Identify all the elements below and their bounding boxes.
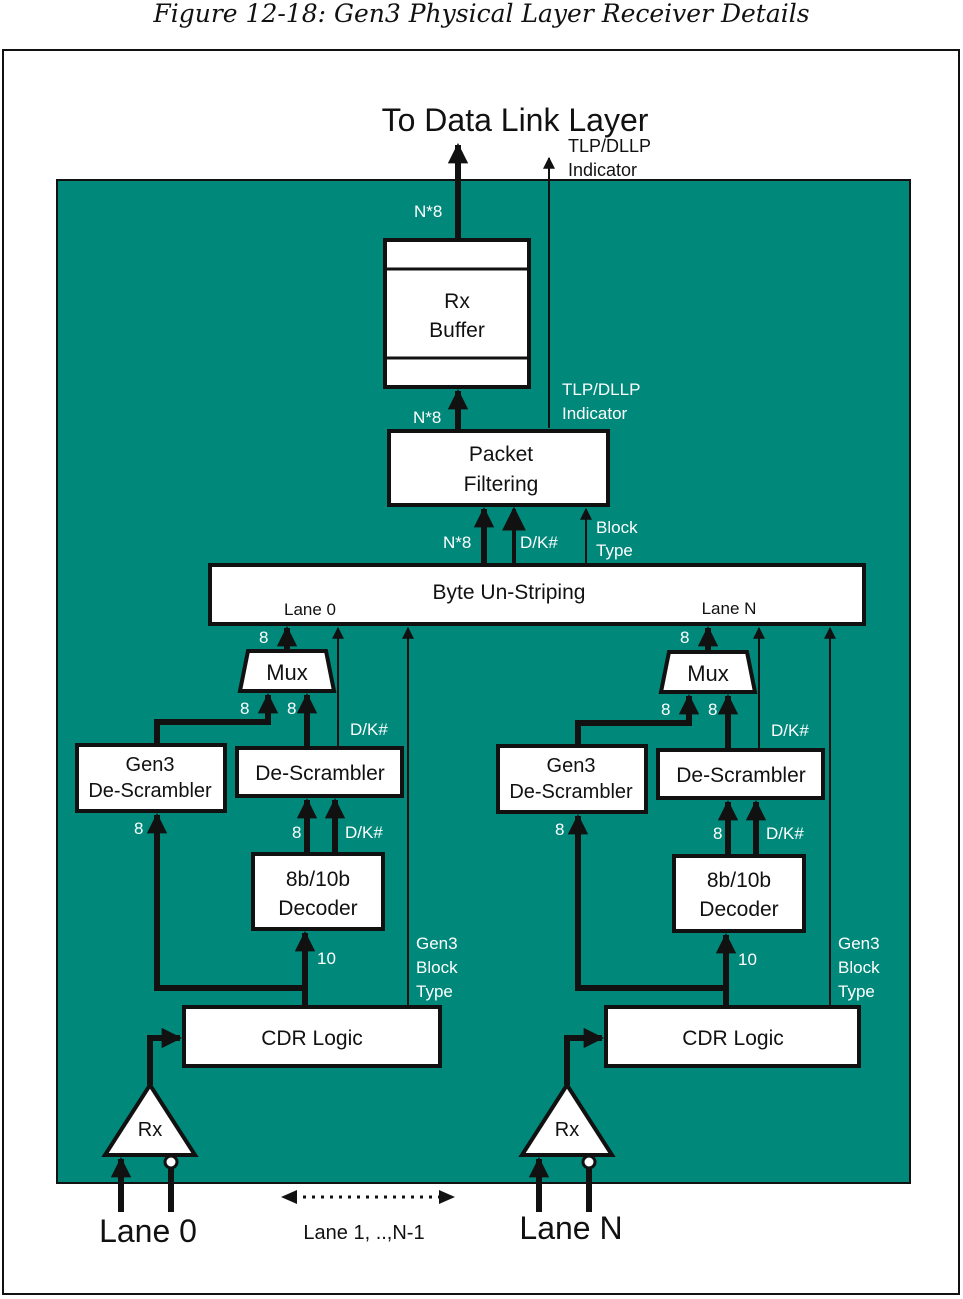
lane0-mux-dk-label: D/K# bbox=[350, 720, 388, 739]
lane0-cdr-to-gen3-arrow bbox=[146, 812, 305, 991]
unstriping-laneN-label: Lane N bbox=[702, 599, 757, 618]
lane0-descrambler: De-Scrambler bbox=[235, 746, 404, 798]
unstriping-lane0-label: Lane 0 bbox=[284, 600, 336, 619]
top-indicator-label-1: TLP/DLLP bbox=[568, 136, 651, 156]
laneN-gen3-label-2: De-Scrambler bbox=[509, 781, 633, 803]
laneN-gen3-to-mux-arrow bbox=[575, 693, 700, 746]
packet-filtering-label-2: Filtering bbox=[464, 473, 539, 496]
filter-indicator-label-1: TLP/DLLP bbox=[562, 380, 640, 399]
filter-indicator-label-2: Indicator bbox=[562, 404, 628, 423]
lane0-cdr-logic: CDR Logic bbox=[182, 1005, 442, 1068]
lane0-gen3-input-width: 8 bbox=[134, 819, 143, 838]
top-bus-width: N*8 bbox=[414, 202, 442, 221]
rx-buffer-label-1: Rx bbox=[444, 290, 470, 313]
lane0-decoder-label-1: 8b/10b bbox=[286, 868, 350, 891]
laneN-mux: Mux bbox=[658, 650, 758, 694]
laneN-gen3-input-width: 8 bbox=[555, 820, 564, 839]
lane0-mux: Mux bbox=[237, 649, 337, 693]
laneN-cdr-to-gen3-arrow bbox=[567, 813, 726, 991]
laneN-8b10b-decoder: 8b/10b Decoder bbox=[672, 854, 806, 933]
lane-0-path: 8 D/K# Mux 8 8 Gen3 De-Scrambler De-Scra… bbox=[75, 625, 458, 1249]
unstripe-dk-label: D/K# bbox=[520, 533, 558, 552]
lane0-rx-label: Rx bbox=[138, 1119, 162, 1141]
lane0-rx-amplifier: Rx bbox=[101, 1081, 199, 1170]
laneN-rx-label: Rx bbox=[555, 1119, 579, 1141]
laneN-desc-input-width: 8 bbox=[713, 824, 722, 843]
packet-filtering: Packet Filtering bbox=[387, 429, 610, 507]
laneN-rx-amplifier: Rx bbox=[518, 1081, 616, 1170]
laneN-blocktype-label-2: Block bbox=[838, 958, 880, 977]
lane0-decoder-input-width: 10 bbox=[317, 949, 336, 968]
laneN-cdr-logic: CDR Logic bbox=[604, 1005, 861, 1068]
laneN-mux-dk-label: D/K# bbox=[771, 721, 809, 740]
laneN-gen3-descrambler: Gen3 De-Scrambler bbox=[496, 744, 648, 814]
laneN-descrambler-label: De-Scrambler bbox=[676, 764, 806, 787]
lane0-blocktype-label-1: Gen3 bbox=[416, 934, 458, 953]
laneN-desc-dk-label: D/K# bbox=[766, 824, 804, 843]
byte-unstriping: Byte Un-Striping Lane 0 Lane N bbox=[208, 563, 866, 626]
lane0-rx-invert-bubble bbox=[163, 1154, 179, 1170]
laneN-decoder-label-2: Decoder bbox=[699, 898, 778, 921]
lane0-label: Lane 0 bbox=[99, 1213, 197, 1249]
unstripe-blocktype-label-2: Type bbox=[596, 541, 633, 560]
middle-lanes-label: Lane 1, ..,N-1 bbox=[303, 1222, 424, 1244]
laneN-gen3-label-1: Gen3 bbox=[547, 755, 596, 777]
unstripe-data-width: N*8 bbox=[443, 533, 471, 552]
to-data-link-layer-title: To Data Link Layer bbox=[382, 102, 649, 138]
middle-lanes-right-arrowhead bbox=[439, 1190, 455, 1204]
lane0-rx-to-cdr-arrow bbox=[147, 1027, 183, 1085]
laneN-blocktype-label-1: Gen3 bbox=[838, 934, 880, 953]
laneN-rx-invert-bubble bbox=[581, 1154, 597, 1170]
laneN-mux-output-width: 8 bbox=[680, 628, 689, 647]
laneN-mux-label: Mux bbox=[687, 661, 729, 686]
lane0-decoder-label-2: Decoder bbox=[278, 897, 357, 920]
laneN-cdr-label: CDR Logic bbox=[682, 1027, 784, 1050]
lane0-descrambler-label: De-Scrambler bbox=[255, 762, 385, 785]
lane0-desc-input-width: 8 bbox=[292, 823, 301, 842]
rx-buffer: Rx Buffer bbox=[383, 238, 531, 389]
figure-caption: Figure 12-18: Gen3 Physical Layer Receiv… bbox=[153, 0, 810, 28]
packet-filtering-label-1: Packet bbox=[469, 443, 533, 466]
middle-lanes-left-arrowhead bbox=[281, 1190, 297, 1204]
lane0-mux-input-a-width: 8 bbox=[240, 699, 249, 718]
lane-n-path: 8 D/K# Mux 8 8 Gen3 De-Scrambler De-Scra… bbox=[496, 625, 880, 1246]
lane0-cdr-label: CDR Logic bbox=[261, 1027, 363, 1050]
byte-unstriping-label: Byte Un-Striping bbox=[433, 581, 586, 604]
lane0-desc-dk-label: D/K# bbox=[345, 823, 383, 842]
laneN-blocktype-label-3: Type bbox=[838, 982, 875, 1001]
lane0-mux-label: Mux bbox=[266, 660, 308, 685]
laneN-label: Lane N bbox=[519, 1210, 622, 1246]
lane0-gen3-descrambler: Gen3 De-Scrambler bbox=[75, 743, 227, 813]
laneN-mux-input-a-width: 8 bbox=[661, 700, 670, 719]
lane0-gen3-to-mux-arrow bbox=[154, 692, 279, 745]
lane0-blocktype-label-3: Type bbox=[416, 982, 453, 1001]
lane0-blocktype-label-2: Block bbox=[416, 958, 458, 977]
lane0-gen3-label-1: Gen3 bbox=[126, 754, 175, 776]
filter-output-width: N*8 bbox=[413, 408, 441, 427]
laneN-decoder-label-1: 8b/10b bbox=[707, 869, 771, 892]
lane0-8b10b-decoder: 8b/10b Decoder bbox=[251, 852, 385, 931]
lane0-mux-input-b-width: 8 bbox=[287, 699, 296, 718]
lane0-gen3-label-2: De-Scrambler bbox=[88, 780, 212, 802]
laneN-rx-to-cdr-arrow bbox=[564, 1027, 605, 1085]
rx-buffer-label-2: Buffer bbox=[429, 319, 485, 342]
laneN-mux-input-b-width: 8 bbox=[708, 700, 717, 719]
laneN-decoder-input-width: 10 bbox=[738, 950, 757, 969]
laneN-descrambler: De-Scrambler bbox=[656, 748, 825, 800]
lane0-mux-output-width: 8 bbox=[259, 628, 268, 647]
unstripe-blocktype-label-1: Block bbox=[596, 518, 638, 537]
top-indicator-label-2: Indicator bbox=[568, 160, 637, 180]
figure-frame bbox=[2, 49, 960, 1295]
